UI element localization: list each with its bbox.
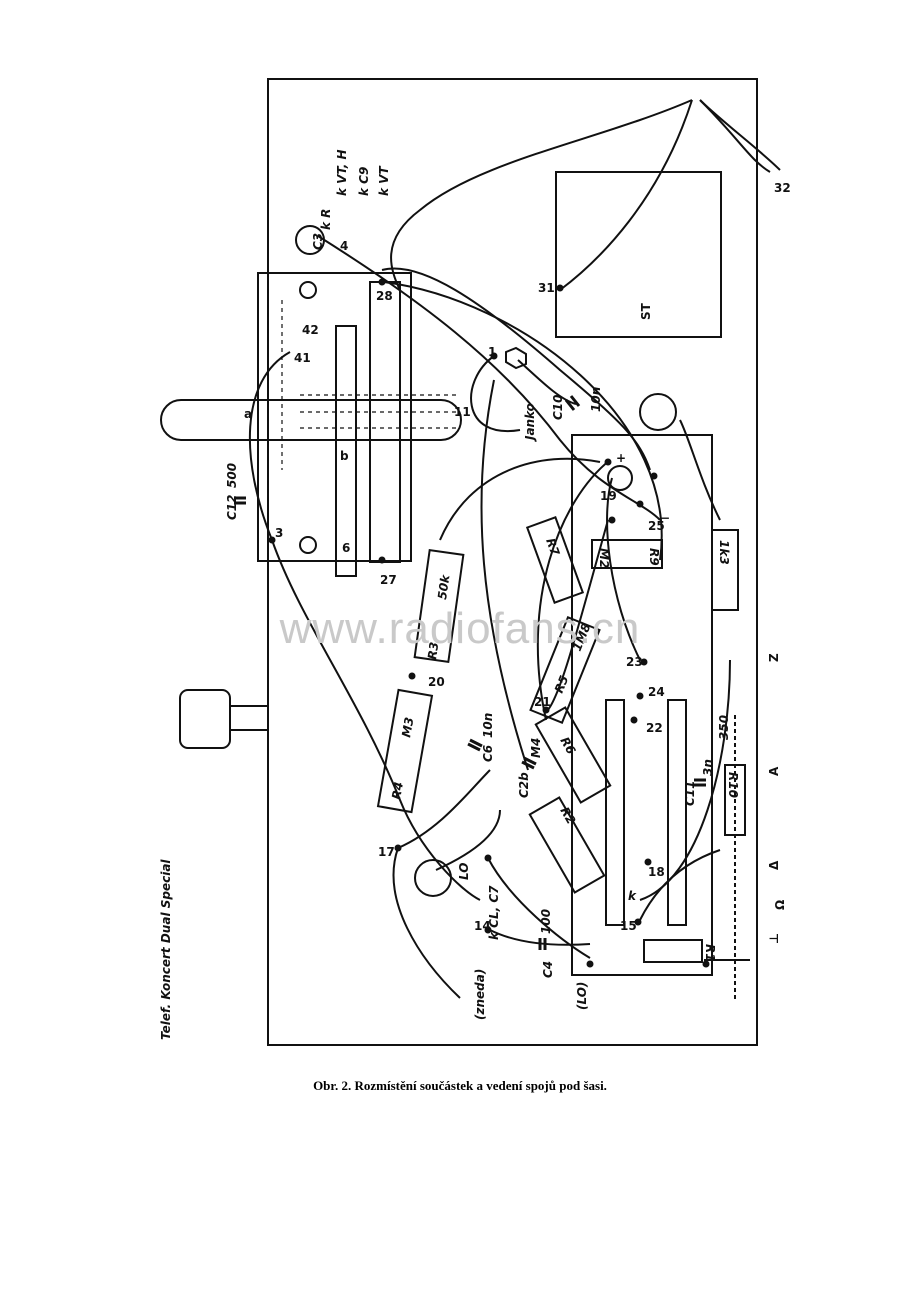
r11-value: 350: [717, 715, 731, 740]
resistor-r8-value: 1k3: [717, 540, 731, 565]
terminal-17: 17: [378, 845, 395, 859]
terminal-1: 1: [488, 345, 496, 359]
capacitor-c6-value: 10n: [481, 713, 495, 738]
switch-b-label: b: [340, 449, 349, 463]
terminal-32: 32: [774, 181, 791, 195]
capacitor-c4-value: 100: [539, 909, 553, 934]
minus-label: −: [660, 511, 670, 525]
component-board: [571, 434, 713, 976]
terminal-24: 24: [648, 685, 665, 699]
capacitor-c10-value: 10n: [589, 387, 603, 412]
resistor-r7-name: R7: [543, 536, 562, 558]
zneda-label: (zneda): [473, 969, 487, 1020]
kc9-label: k C9: [357, 167, 371, 196]
tag-ground: ⊥: [767, 933, 781, 944]
switch-a-label: a: [244, 407, 252, 421]
c3k-label: k R: [319, 209, 333, 230]
lo-label-1: (LO): [575, 982, 589, 1010]
terminal-21: 21: [534, 695, 551, 709]
resistor-r4-value: M3: [399, 716, 416, 738]
knob: [179, 689, 231, 749]
kvth-label: k VT, H: [335, 150, 349, 196]
terminal-6: 6: [342, 541, 350, 555]
terminal-4: 4: [340, 239, 348, 253]
resistor-r5-name: R5: [552, 674, 572, 696]
st-box: [555, 171, 722, 338]
st-label: ST: [639, 302, 653, 320]
terminal-15: 15: [620, 919, 637, 933]
terminal-25: 25: [648, 519, 665, 533]
resistor-r4-name: R4: [389, 781, 406, 801]
terminal-11: 11: [454, 405, 471, 419]
resistor-r9-value: M2: [597, 548, 611, 568]
terminal-3: 3: [275, 526, 283, 540]
plus-label: +: [616, 451, 626, 465]
resistor-r1-name: R1: [703, 944, 717, 962]
terminal-20: 20: [428, 675, 445, 689]
k-label: k: [628, 889, 637, 903]
switch-box: [257, 272, 412, 562]
tag-a: A: [767, 766, 781, 776]
capacitor-c11-name: C11: [683, 780, 697, 806]
tag-delta: Δ: [767, 860, 781, 870]
terminal-41: 41: [294, 351, 311, 365]
terminal-14: 14: [474, 919, 491, 933]
lo-label-2: LO: [457, 863, 471, 880]
terminal-19: 19: [600, 489, 617, 503]
resistor-r9-name: R9: [647, 548, 661, 566]
janko-label: Janko: [523, 403, 537, 442]
capacitor-c2b-name: C2b: [517, 772, 531, 798]
watermark: www.radiofans.cn: [279, 604, 641, 653]
figure-caption: Obr. 2. Rozmístění součástek a vedení sp…: [313, 1078, 607, 1093]
resistor-r3-name: R3: [425, 641, 441, 660]
terminal-28: 28: [376, 289, 393, 303]
switch-shaft: [160, 399, 462, 441]
tag-omega: Ω: [773, 900, 787, 910]
terminal-18: 18: [648, 865, 665, 879]
diagram-title: Telef. Koncert Dual Special: [159, 859, 173, 1040]
capacitor-c2b-value: M4: [529, 738, 543, 758]
resistor-r10-name: R10: [726, 772, 740, 798]
c3-label: C3: [311, 233, 325, 250]
kcl-label: k CL, C7: [487, 885, 501, 940]
capacitor-c12-value: 500: [225, 463, 239, 488]
kvt-label: k VT: [377, 166, 391, 196]
capacitor-c6-name: C6: [481, 745, 495, 762]
terminal-31: 31: [538, 281, 555, 295]
capacitor-c4-name: C4: [541, 961, 555, 978]
terminal-22: 22: [646, 721, 663, 735]
terminal-27: 27: [380, 573, 397, 587]
tag-z: Z: [767, 653, 781, 662]
terminal-23: 23: [626, 655, 643, 669]
terminal-42: 42: [302, 323, 319, 337]
capacitor-c11-value: 3n: [701, 759, 715, 776]
capacitor-c10-name: C10: [551, 394, 565, 420]
capacitor-c12-name: C12: [225, 494, 239, 520]
resistor-r6-name: R6: [557, 735, 578, 757]
resistor-r3-value: 50k: [435, 573, 452, 600]
